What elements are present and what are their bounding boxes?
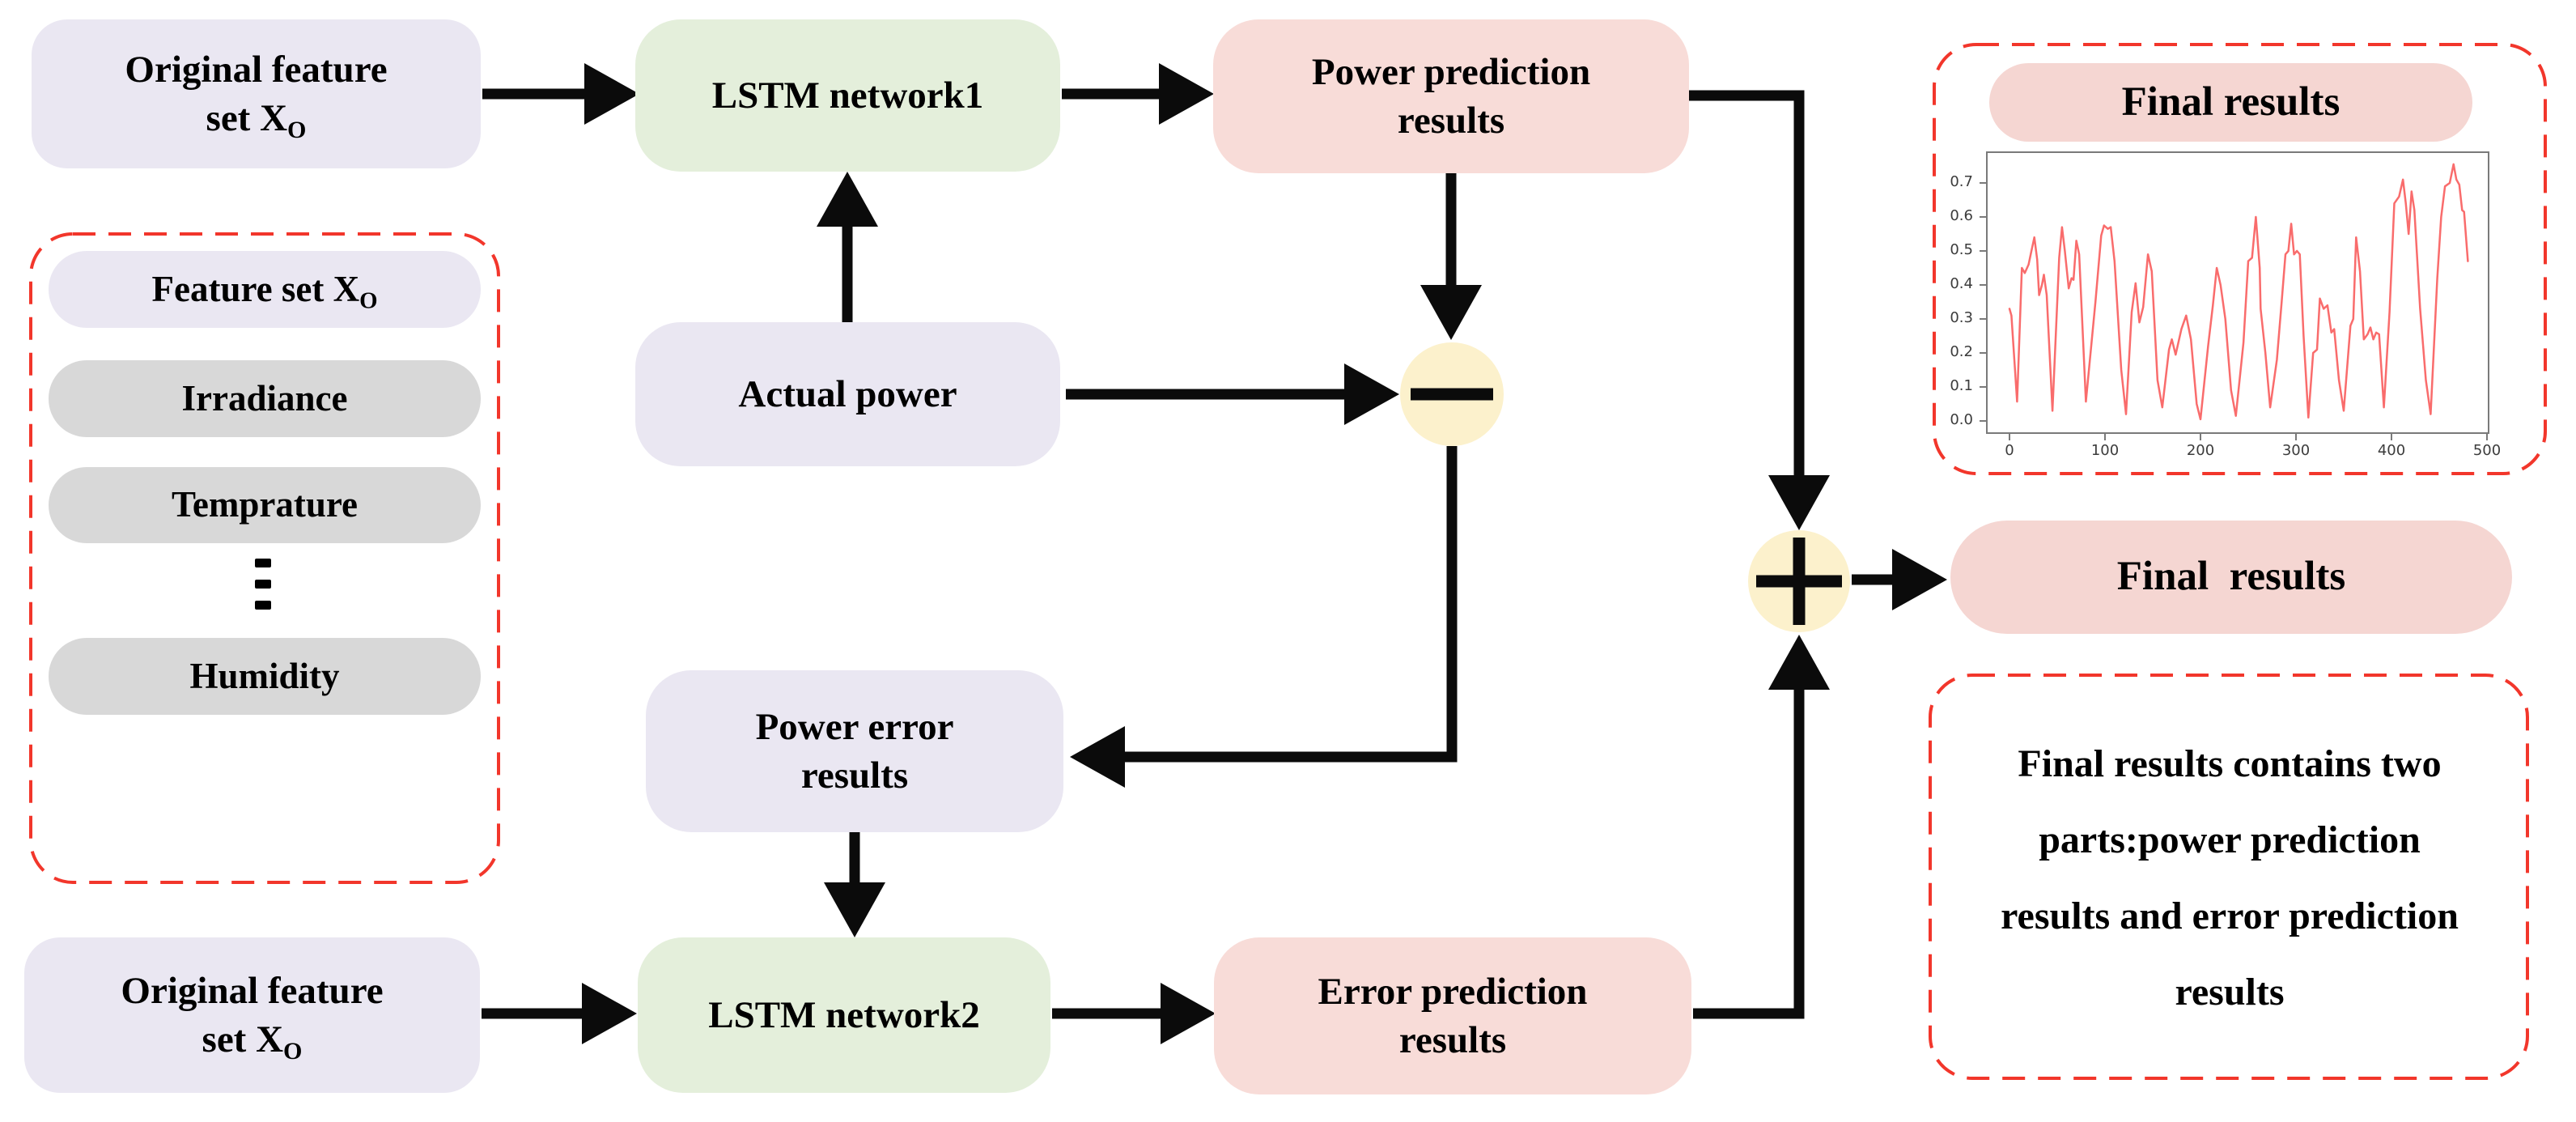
note-line: results xyxy=(2175,971,2285,1014)
lstm-network1-box: LSTM network1 xyxy=(635,19,1060,172)
x-axis-tick-label: 0 xyxy=(2005,442,2014,459)
y-axis-tick-label: 0.0 xyxy=(1950,411,1973,428)
y-axis-tick-label: 0.4 xyxy=(1950,275,1973,292)
original-feature-set-box-bottom: Original feature set XO xyxy=(24,937,480,1093)
arrow-powerpred-to-plus xyxy=(1689,90,1830,530)
plus-node xyxy=(1748,530,1850,632)
box-label: Original feature set XO xyxy=(121,969,384,1065)
arrow-minus-to-powererror xyxy=(1070,446,1458,788)
power-prediction-results-box: Power prediction results xyxy=(1213,19,1689,173)
vertical-ellipsis-icon xyxy=(255,559,271,610)
chart-line xyxy=(2008,163,2469,421)
feature-set-pill: Feature set XO xyxy=(49,251,481,328)
box-label: Error prediction results xyxy=(1318,970,1588,1061)
power-error-results-box: Power error results xyxy=(646,670,1063,832)
panel-title: Final results xyxy=(2121,79,2340,125)
arrow-plus-to-final xyxy=(1852,549,1947,610)
y-axis-tick-label: 0.3 xyxy=(1950,309,1973,326)
box-label: LSTM network2 xyxy=(708,993,980,1036)
chart-tick-marks xyxy=(1980,182,2488,440)
box-label: LSTM network1 xyxy=(711,74,984,117)
box-label: Feature set XO xyxy=(151,268,378,314)
x-axis-tick-label: 400 xyxy=(2377,442,2406,459)
feature-item-humidity: Humidity xyxy=(49,638,481,715)
arrow-actualpower-to-lstm1 xyxy=(817,172,878,324)
arrow-lstm2-to-errorpred xyxy=(1052,983,1216,1044)
actual-power-box: Actual power xyxy=(635,322,1060,466)
box-label: Original feature set XO xyxy=(125,48,388,144)
final-results-chart-title-pill: Final results xyxy=(1989,63,2472,142)
arrow-powerpred-to-minus xyxy=(1420,173,1482,340)
feature-item-irradiance: Irradiance xyxy=(49,360,481,437)
arrow-powererror-to-lstm2 xyxy=(824,832,885,937)
x-axis-tick-label: 100 xyxy=(2090,442,2120,459)
feature-item-temprature: Temprature xyxy=(49,467,481,543)
y-axis-tick-label: 0.7 xyxy=(1950,173,1973,190)
lstm-network2-box: LSTM network2 xyxy=(638,937,1050,1093)
arrow-actualpower-to-minus xyxy=(1066,363,1399,425)
plus-icon xyxy=(1756,538,1842,625)
note-line: results and error prediction xyxy=(2001,895,2459,937)
y-axis-tick-label: 0.6 xyxy=(1950,207,1973,224)
original-feature-set-box-top: Original feature set XO xyxy=(32,19,481,168)
box-label: Actual power xyxy=(738,372,957,415)
arrow-origbottom-to-lstm2 xyxy=(482,983,637,1044)
final-results-box: Final results xyxy=(1950,521,2512,634)
box-label: Humidity xyxy=(189,655,340,696)
x-axis-tick-label: 500 xyxy=(2472,442,2502,459)
final-results-note: Final results contains two parts:power p… xyxy=(1959,696,2501,1060)
error-prediction-results-box: Error prediction results xyxy=(1214,937,1691,1094)
box-label: Power prediction results xyxy=(1311,50,1591,142)
note-line: parts:power prediction xyxy=(2039,818,2421,861)
box-label: Temprature xyxy=(172,484,358,525)
x-axis-tick-label: 200 xyxy=(2186,442,2215,459)
minus-node xyxy=(1400,342,1504,446)
chart-plot-area xyxy=(1986,151,2489,434)
x-axis-tick-label: 300 xyxy=(2281,442,2311,459)
arrow-errorpred-to-plus xyxy=(1693,635,1830,1019)
box-label: Power error results xyxy=(755,705,954,797)
arrow-origtop-to-lstm1 xyxy=(482,63,639,125)
arrow-lstm1-to-powerpred xyxy=(1062,63,1214,125)
box-label: Final results xyxy=(2116,554,2346,600)
y-axis-tick-label: 0.1 xyxy=(1950,377,1973,394)
y-axis-tick-label: 0.5 xyxy=(1950,241,1973,258)
note-line: Final results contains two xyxy=(2018,742,2442,785)
y-axis-tick-label: 0.2 xyxy=(1950,343,1973,360)
box-label: Irradiance xyxy=(181,377,348,419)
